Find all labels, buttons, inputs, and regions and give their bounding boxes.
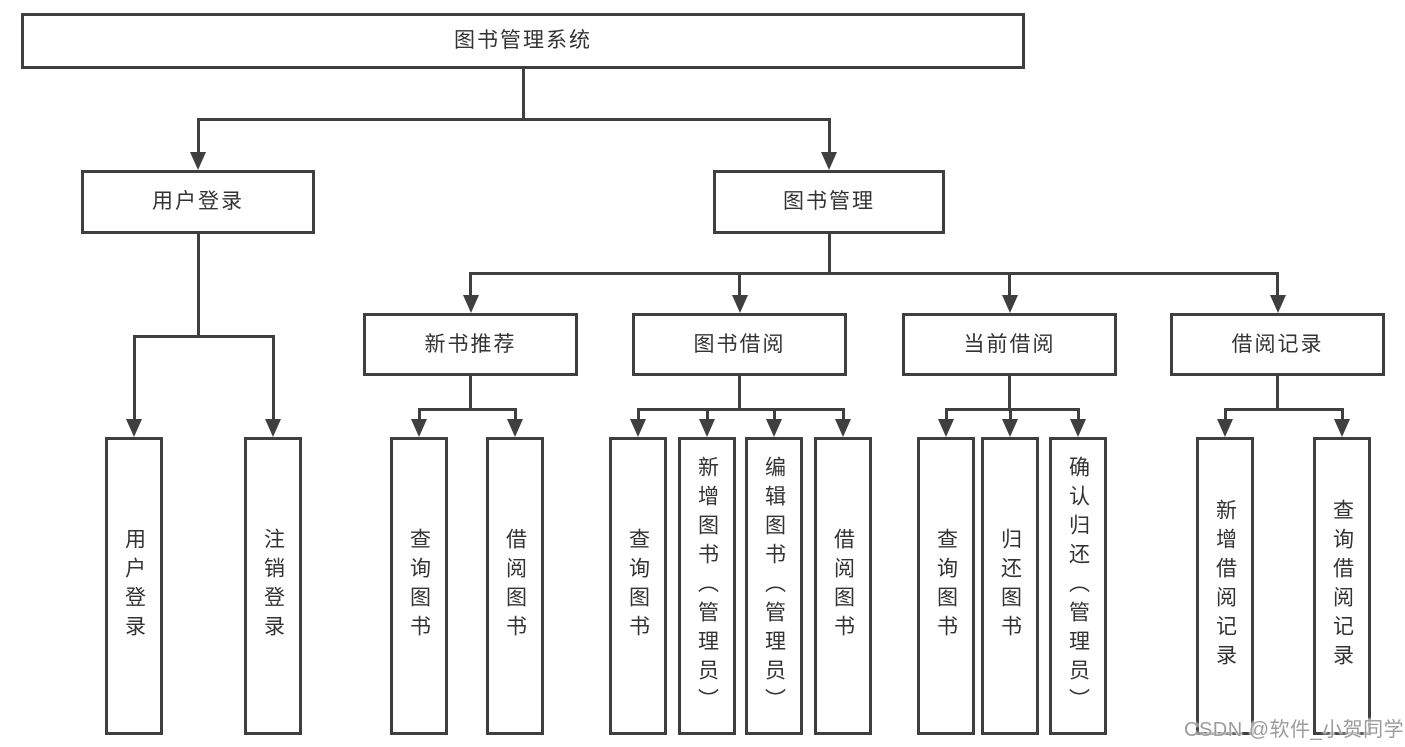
- arrowhead-down-icon: [265, 419, 281, 437]
- node-book-borrow: 图书借阅: [632, 313, 847, 376]
- node-new-book-rec: 新书推荐: [363, 313, 578, 376]
- node-leaf-cb-return: 归还图书: [981, 437, 1039, 735]
- node-user-login: 用户登录: [81, 170, 315, 234]
- node-label-leaf-bb-add: 新增图书（管理员）: [695, 455, 719, 717]
- arrowhead-down-icon: [821, 152, 837, 170]
- connector-stem-book-mgmt: [827, 234, 831, 275]
- arrowhead-down-icon: [630, 419, 646, 437]
- connector-stem-current-borrow: [1008, 376, 1011, 411]
- node-label-leaf-cb-confirm: 确认归还（管理员）: [1066, 455, 1090, 717]
- connector-stem-user-login: [196, 234, 200, 338]
- node-book-mgmt: 图书管理: [713, 170, 945, 234]
- node-label-leaf-br-query: 查询借阅记录: [1330, 499, 1354, 673]
- node-label-leaf-nb-borrow: 借阅图书: [503, 528, 527, 644]
- node-root: 图书管理系统: [21, 13, 1025, 69]
- node-label-user-login: 用户登录: [152, 190, 244, 214]
- connector-split-borrow-records: [1223, 408, 1344, 411]
- node-leaf-bb-query: 查询图书: [609, 437, 667, 735]
- csdn-watermark: CSDN @软件_小贺同学: [1184, 719, 1405, 741]
- node-label-leaf-cb-return: 归还图书: [998, 528, 1022, 644]
- arrowhead-down-icon: [835, 419, 851, 437]
- connector-stem-new-book-rec: [469, 376, 472, 411]
- node-label-leaf-user-login: 用户登录: [122, 528, 146, 644]
- node-borrow-records: 借阅记录: [1170, 313, 1385, 376]
- arrowhead-down-icon: [938, 419, 954, 437]
- connector-split-current-borrow: [944, 408, 1080, 411]
- node-leaf-nb-query: 查询图书: [390, 437, 448, 735]
- arrowhead-down-icon: [699, 419, 715, 437]
- node-current-borrow: 当前借阅: [902, 313, 1117, 376]
- connector-drop-leaf-bb-query: [636, 408, 640, 421]
- connector-drop-user-login: [196, 118, 200, 154]
- node-leaf-bb-add: 新增图书（管理员）: [678, 437, 736, 735]
- node-label-leaf-logout: 注销登录: [261, 528, 285, 644]
- connector-drop-leaf-cb-return: [1008, 408, 1012, 421]
- connector-stem-book-borrow: [738, 376, 741, 411]
- node-label-current-borrow: 当前借阅: [963, 332, 1056, 356]
- node-leaf-br-add: 新增借阅记录: [1196, 437, 1254, 735]
- connector-drop-leaf-cb-confirm: [1076, 408, 1080, 421]
- node-label-leaf-bb-query: 查询图书: [626, 528, 650, 644]
- connector-drop-leaf-br-query: [1340, 408, 1344, 421]
- arrowhead-down-icon: [462, 295, 479, 313]
- connector-drop-leaf-bb-borrow: [841, 408, 845, 421]
- connector-stem-root: [521, 69, 525, 121]
- node-leaf-logout: 注销登录: [244, 437, 302, 735]
- node-leaf-br-query: 查询借阅记录: [1313, 437, 1371, 735]
- node-leaf-bb-borrow: 借阅图书: [814, 437, 872, 735]
- arrowhead-down-icon: [1217, 419, 1233, 437]
- connector-drop-leaf-nb-borrow: [513, 408, 517, 421]
- node-leaf-user-login: 用户登录: [105, 437, 163, 735]
- node-leaf-nb-borrow: 借阅图书: [486, 437, 544, 735]
- arrowhead-down-icon: [190, 152, 206, 170]
- connector-drop-leaf-logout: [271, 335, 275, 421]
- connector-drop-leaf-cb-query: [944, 408, 948, 421]
- node-leaf-cb-confirm: 确认归还（管理员）: [1049, 437, 1107, 735]
- node-label-root: 图书管理系统: [454, 29, 592, 53]
- connector-drop-new-book-rec: [469, 272, 472, 297]
- connector-stem-borrow-records: [1276, 376, 1279, 411]
- node-label-leaf-br-add: 新增借阅记录: [1213, 499, 1237, 673]
- connector-drop-book-mgmt: [827, 118, 831, 154]
- node-leaf-bb-edit: 编辑图书（管理员）: [745, 437, 803, 735]
- arrowhead-down-icon: [1269, 295, 1286, 313]
- arrowhead-down-icon: [507, 419, 523, 437]
- node-label-leaf-nb-query: 查询图书: [407, 528, 431, 644]
- arrowhead-down-icon: [766, 419, 782, 437]
- node-label-leaf-bb-borrow: 借阅图书: [831, 528, 855, 644]
- connector-drop-book-borrow: [738, 272, 741, 297]
- connector-drop-leaf-bb-add: [705, 408, 709, 421]
- arrowhead-down-icon: [1002, 419, 1018, 437]
- arrowhead-down-icon: [731, 295, 748, 313]
- node-label-new-book-rec: 新书推荐: [424, 332, 517, 356]
- connector-split-root: [196, 118, 831, 121]
- node-label-leaf-bb-edit: 编辑图书（管理员）: [762, 455, 786, 717]
- connector-drop-leaf-bb-edit: [772, 408, 776, 421]
- connector-drop-current-borrow: [1008, 272, 1011, 297]
- connector-drop-borrow-records: [1276, 272, 1279, 297]
- arrowhead-down-icon: [1001, 295, 1018, 313]
- node-label-borrow-records: 借阅记录: [1231, 332, 1324, 356]
- connector-split-new-book-rec: [417, 408, 517, 411]
- arrowhead-down-icon: [411, 419, 427, 437]
- connector-split-user-login: [132, 335, 275, 338]
- connector-drop-leaf-nb-query: [417, 408, 421, 421]
- node-leaf-cb-query: 查询图书: [917, 437, 975, 735]
- node-label-book-mgmt: 图书管理: [783, 190, 875, 214]
- arrowhead-down-icon: [126, 419, 142, 437]
- node-label-leaf-cb-query: 查询图书: [934, 528, 958, 644]
- node-label-book-borrow: 图书借阅: [693, 332, 786, 356]
- arrowhead-down-icon: [1070, 419, 1086, 437]
- connector-drop-leaf-user-login: [132, 335, 136, 421]
- connector-drop-leaf-br-add: [1223, 408, 1227, 421]
- connector-split-book-mgmt: [469, 272, 1279, 275]
- connector-split-book-borrow: [636, 408, 845, 411]
- arrowhead-down-icon: [1334, 419, 1350, 437]
